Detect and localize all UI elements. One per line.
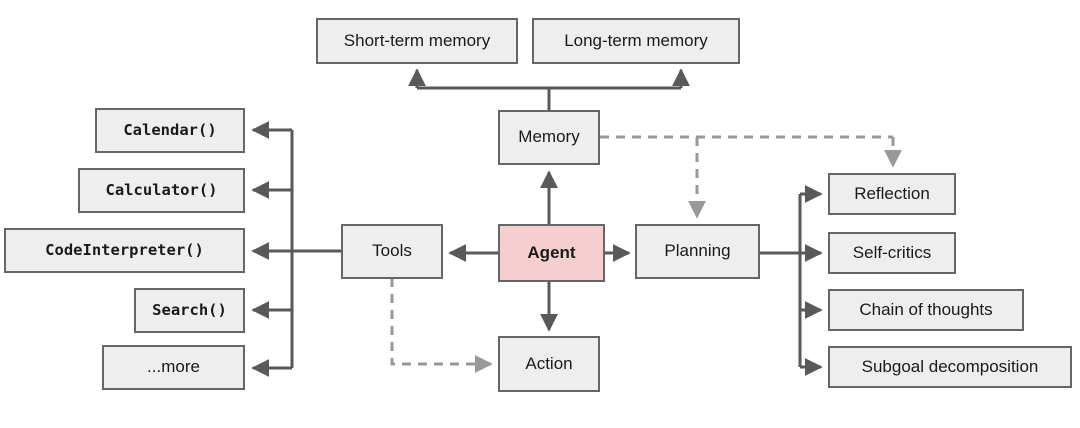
node-label: CodeInterpreter() [45, 240, 204, 259]
node-label: Agent [527, 242, 576, 262]
node-label: Action [525, 353, 573, 373]
node-long-term-memory[interactable]: Long-term memory [532, 18, 740, 64]
node-label: Planning [664, 241, 731, 261]
node-label: Tools [372, 241, 412, 261]
node-label: Chain of thoughts [859, 299, 993, 319]
node-action[interactable]: Action [498, 336, 600, 392]
node-reflection[interactable]: Reflection [828, 173, 956, 215]
node-calendar[interactable]: Calendar() [95, 108, 245, 153]
node-code-interpreter[interactable]: CodeInterpreter() [4, 228, 245, 273]
node-self-critics[interactable]: Self-critics [828, 232, 956, 274]
node-label: Search() [152, 300, 227, 319]
node-subgoal-decomposition[interactable]: Subgoal decomposition [828, 346, 1072, 388]
node-agent[interactable]: Agent [498, 224, 605, 282]
node-calculator[interactable]: Calculator() [78, 168, 245, 213]
node-memory[interactable]: Memory [498, 110, 600, 165]
node-chain-of-thoughts[interactable]: Chain of thoughts [828, 289, 1024, 331]
node-label: Long-term memory [564, 30, 708, 50]
node-short-term-memory[interactable]: Short-term memory [316, 18, 518, 64]
node-label: ...more [147, 357, 200, 377]
node-label: Subgoal decomposition [861, 356, 1039, 376]
node-search[interactable]: Search() [134, 288, 245, 333]
node-planning[interactable]: Planning [635, 224, 760, 279]
node-label: Calendar() [123, 120, 217, 139]
node-tools[interactable]: Tools [341, 224, 443, 279]
node-label: Short-term memory [343, 30, 491, 50]
node-label: Calculator() [105, 180, 218, 199]
edge-tools-to-action-dashed [390, 278, 493, 373]
node-label: Memory [518, 127, 580, 147]
node-more[interactable]: ...more [102, 345, 245, 390]
node-label: Self-critics [852, 242, 932, 262]
node-label: Reflection [854, 183, 930, 203]
